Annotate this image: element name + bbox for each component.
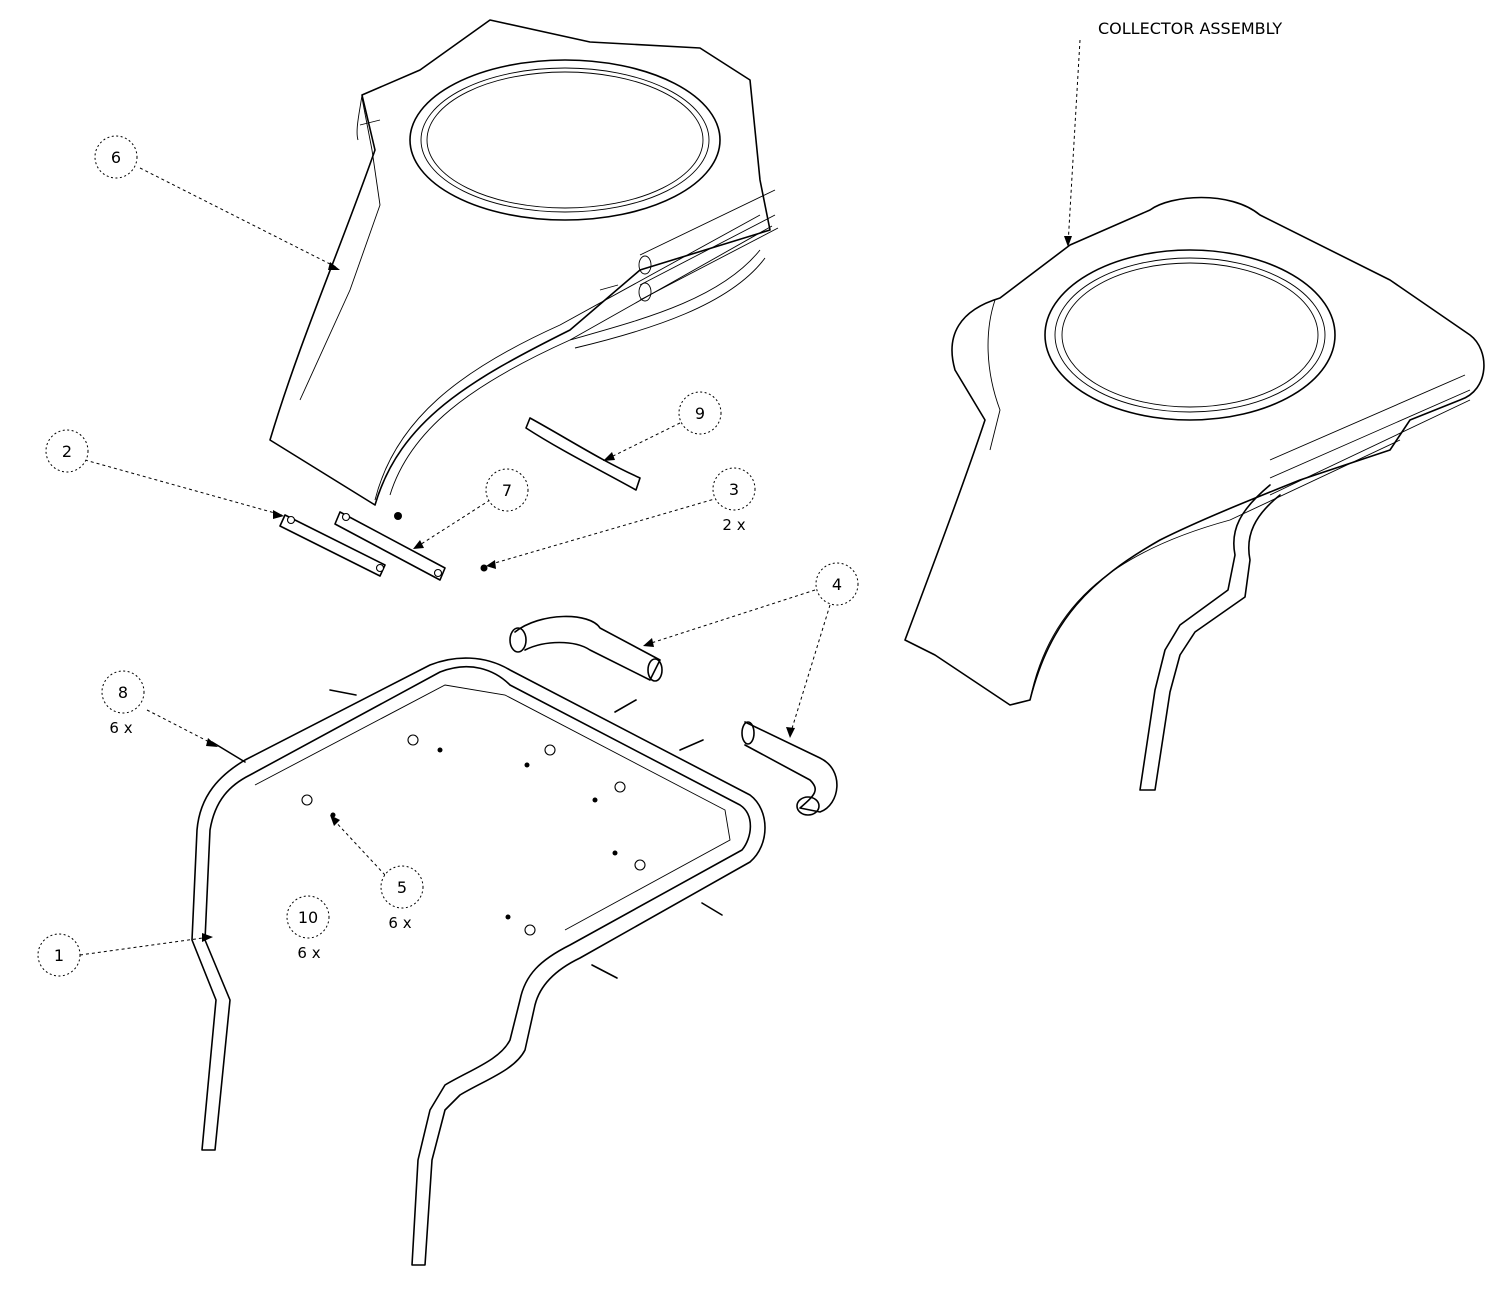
callout-number: 2	[62, 442, 72, 461]
callout-2: 2	[45, 429, 89, 473]
callout-3: 3 2 x	[712, 467, 756, 534]
callout-1: 1	[37, 933, 81, 977]
leader-lines	[79, 39, 1081, 956]
handle-elbow-upper	[509, 615, 663, 682]
handle-elbow-lower	[741, 721, 838, 816]
tube-frame-part	[191, 657, 766, 1266]
callout-number: 3	[729, 480, 739, 499]
callout-9: 9	[678, 391, 722, 435]
pin-parts	[211, 689, 723, 979]
collector-assembly-view	[904, 196, 1485, 791]
callout-number: 1	[54, 946, 64, 965]
flat-bar-part-2	[279, 514, 386, 577]
callout-quantity: 6 x	[109, 719, 132, 737]
callout-number: 8	[118, 683, 128, 702]
callout-5: 5 6 x	[380, 865, 424, 932]
callout-quantity: 6 x	[388, 914, 411, 932]
callout-10: 10 6 x	[286, 895, 330, 962]
assembly-label: COLLECTOR ASSEMBLY	[1098, 19, 1282, 38]
callout-number: 9	[695, 404, 705, 423]
callout-number: 6	[111, 148, 121, 167]
callout-8: 8 6 x	[101, 670, 145, 737]
callout-7: 7	[485, 468, 529, 512]
callout-number: 5	[397, 878, 407, 897]
callout-quantity: 2 x	[722, 516, 745, 534]
callout-number: 7	[502, 481, 512, 500]
callout-4: 4	[815, 562, 859, 606]
small-fastener-dot	[394, 512, 402, 520]
callout-number: 4	[832, 575, 842, 594]
screw-part-3	[480, 564, 488, 572]
callout-number: 10	[298, 908, 318, 927]
curved-strip-part	[525, 417, 641, 491]
leader-arrowheads	[202, 236, 1072, 942]
collector-housing-part	[269, 19, 779, 506]
callout-quantity: 6 x	[297, 944, 320, 962]
flat-bar-part-7	[334, 511, 446, 581]
callout-6: 6	[94, 135, 138, 179]
